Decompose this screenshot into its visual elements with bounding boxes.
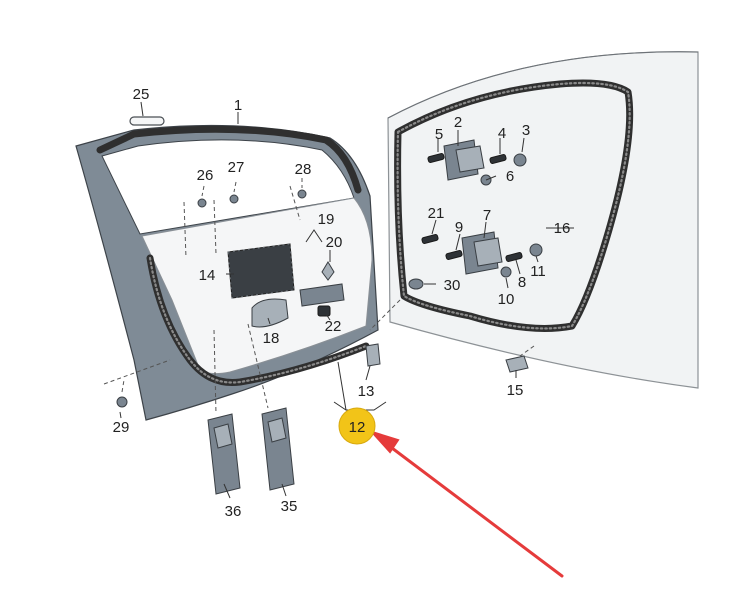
plug-28 (297, 189, 307, 199)
callout-9: 9 (455, 219, 463, 236)
plug-30 (408, 278, 424, 290)
callout-30: 30 (444, 277, 461, 294)
plug-29 (116, 396, 128, 408)
callout-12-badge (338, 407, 376, 445)
bolt-4 (489, 153, 507, 165)
callout-1: 1 (234, 97, 242, 114)
nut-10 (500, 266, 512, 278)
body-side-panel (387, 51, 699, 389)
callout-20: 20 (326, 234, 343, 251)
seal-piece-35 (261, 407, 295, 491)
callout-13: 13 (358, 383, 375, 400)
bolt-9 (445, 249, 463, 261)
upper-hinge-2 (443, 139, 485, 181)
damping-pad-14 (227, 243, 295, 299)
clip-20 (321, 261, 335, 281)
callout-4: 4 (498, 125, 506, 142)
callout-27: 27 (228, 159, 245, 176)
callout-19: 19 (318, 211, 335, 228)
callout-35: 35 (281, 498, 298, 515)
callout-14: 14 (199, 267, 216, 284)
highlight-arrow (368, 429, 564, 578)
seal-piece-36 (207, 413, 241, 495)
callout-11: 11 (530, 263, 546, 280)
leader-lines (103, 101, 574, 499)
callout-36: 36 (225, 503, 242, 520)
door-seal-lower (146, 254, 370, 387)
callout-26: 26 (197, 167, 214, 184)
door-seal-16 (394, 79, 634, 332)
callout-16: 16 (554, 220, 571, 237)
lock-assembly-19 (299, 283, 345, 307)
plug-26 (197, 198, 207, 208)
nut-3 (513, 153, 527, 167)
callout-6: 6 (506, 168, 514, 185)
handle-bracket-18 (251, 298, 289, 328)
callout-25: 25 (133, 86, 150, 103)
bolt-5 (427, 152, 445, 164)
callout-18: 18 (263, 330, 280, 347)
callout-22: 22 (325, 318, 342, 335)
bolt-8 (505, 251, 523, 263)
callout-7: 7 (483, 207, 491, 224)
callout-21: 21 (428, 205, 445, 222)
nut-11 (529, 243, 543, 257)
callout-5: 5 (435, 126, 443, 143)
window-seal-1 (96, 125, 362, 194)
callout-8: 8 (518, 274, 526, 291)
clip-15 (505, 355, 529, 373)
callout-2: 2 (454, 114, 462, 131)
bolt-21 (421, 233, 439, 245)
callout-15: 15 (507, 382, 524, 399)
clip-13 (365, 343, 381, 367)
callout-29: 29 (113, 419, 130, 436)
trim-strip-25 (129, 116, 165, 126)
lower-hinge-7 (461, 231, 503, 275)
callout-28: 28 (295, 161, 312, 178)
callout-labels: 1 2 3 4 5 6 7 8 9 10 11 12 13 14 15 16 1… (113, 86, 571, 520)
bolt-22 (317, 305, 331, 317)
callout-10: 10 (498, 291, 515, 308)
plug-27 (229, 194, 239, 204)
callout-12: 12 (349, 419, 366, 436)
callout-3: 3 (522, 122, 530, 139)
